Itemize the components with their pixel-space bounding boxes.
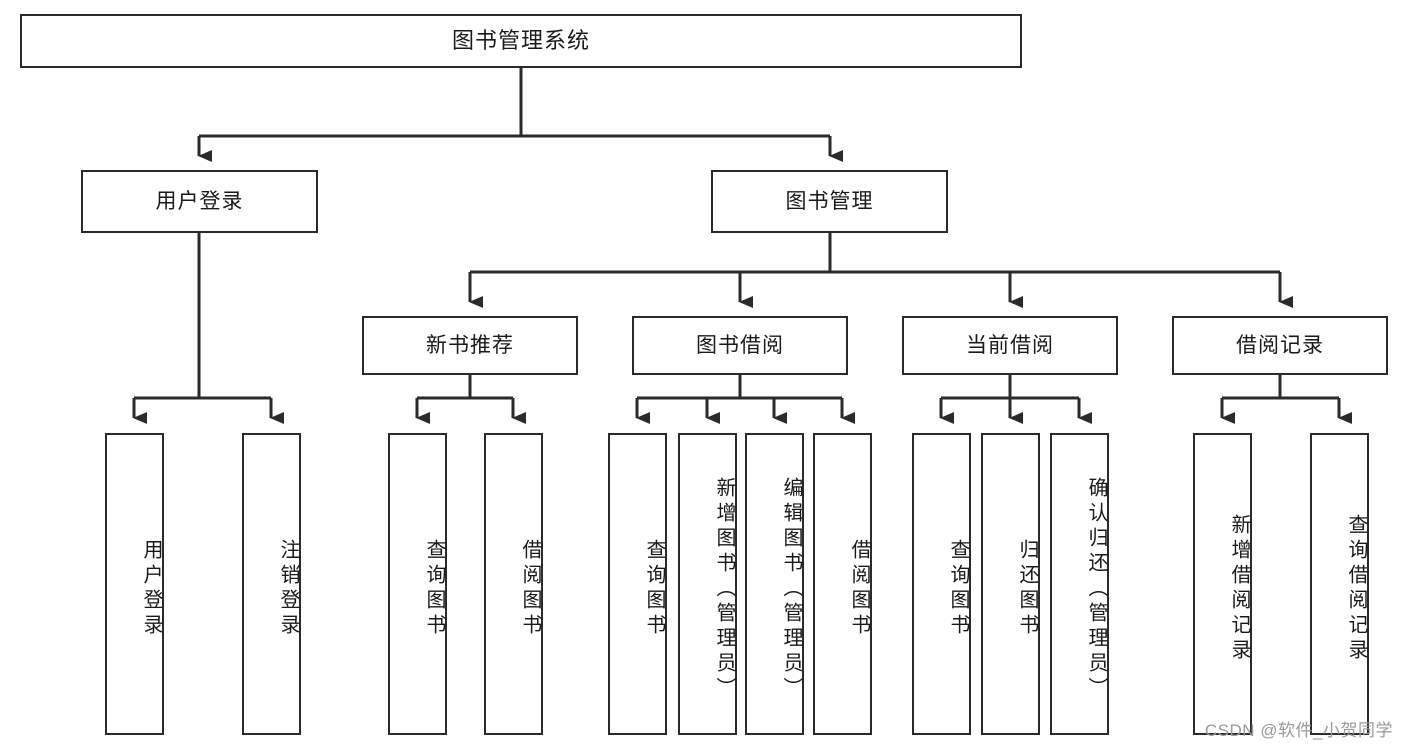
- leaf-current-return-book[interactable]: 归还图书: [981, 433, 1040, 735]
- node-label: 图书管理: [785, 189, 874, 213]
- node-label: 查询图书: [423, 539, 445, 639]
- node-label: 注销登录: [277, 539, 299, 639]
- leaf-recommend-query-book[interactable]: 查询图书: [388, 433, 447, 735]
- node-label: 图书借阅: [696, 333, 784, 357]
- leaf-user-login-logout[interactable]: 注销登录: [242, 433, 301, 735]
- node-label: 新增借阅记录: [1228, 514, 1250, 664]
- node-book-borrow[interactable]: 图书借阅: [632, 316, 848, 375]
- watermark-text: CSDN @软件_小贺同学: [1204, 721, 1393, 740]
- leaf-record-query-record[interactable]: 查询借阅记录: [1310, 433, 1369, 735]
- leaf-recommend-borrow-book[interactable]: 借阅图书: [484, 433, 543, 735]
- leaf-current-query-book[interactable]: 查询图书: [912, 433, 971, 735]
- node-label: 归还图书: [1016, 539, 1038, 639]
- node-new-book-recommend[interactable]: 新书推荐: [362, 316, 578, 375]
- leaf-borrow-query-book[interactable]: 查询图书: [608, 433, 667, 735]
- node-label: 编辑图书（管理员）: [780, 476, 802, 702]
- node-label: 查询借阅记录: [1345, 514, 1367, 664]
- node-borrow-record[interactable]: 借阅记录: [1172, 316, 1388, 375]
- leaf-user-login-login[interactable]: 用户登录: [105, 433, 164, 735]
- node-label: 查询图书: [643, 539, 665, 639]
- leaf-borrow-borrow-book[interactable]: 借阅图书: [813, 433, 872, 735]
- node-root-system[interactable]: 图书管理系统: [20, 14, 1022, 68]
- leaf-current-confirm-return-admin[interactable]: 确认归还（管理员）: [1050, 433, 1109, 735]
- node-label: 确认归还（管理员）: [1085, 476, 1107, 702]
- node-book-management[interactable]: 图书管理: [711, 170, 948, 233]
- node-label: 用户登录: [140, 539, 162, 639]
- node-user-login[interactable]: 用户登录: [81, 170, 318, 233]
- node-label: 新书推荐: [426, 333, 514, 357]
- node-label: 用户登录: [155, 189, 244, 213]
- leaf-record-add-record[interactable]: 新增借阅记录: [1193, 433, 1252, 735]
- leaf-borrow-add-book-admin[interactable]: 新增图书（管理员）: [678, 433, 737, 735]
- node-label: 当前借阅: [966, 333, 1054, 357]
- node-current-borrow[interactable]: 当前借阅: [902, 316, 1118, 375]
- node-label: 借阅图书: [848, 539, 870, 639]
- leaf-borrow-edit-book-admin[interactable]: 编辑图书（管理员）: [745, 433, 804, 735]
- node-label: 借阅图书: [519, 539, 541, 639]
- node-label: 借阅记录: [1236, 333, 1324, 357]
- node-label: 查询图书: [947, 539, 969, 639]
- node-label: 新增图书（管理员）: [713, 476, 735, 702]
- node-label: 图书管理系统: [451, 27, 590, 53]
